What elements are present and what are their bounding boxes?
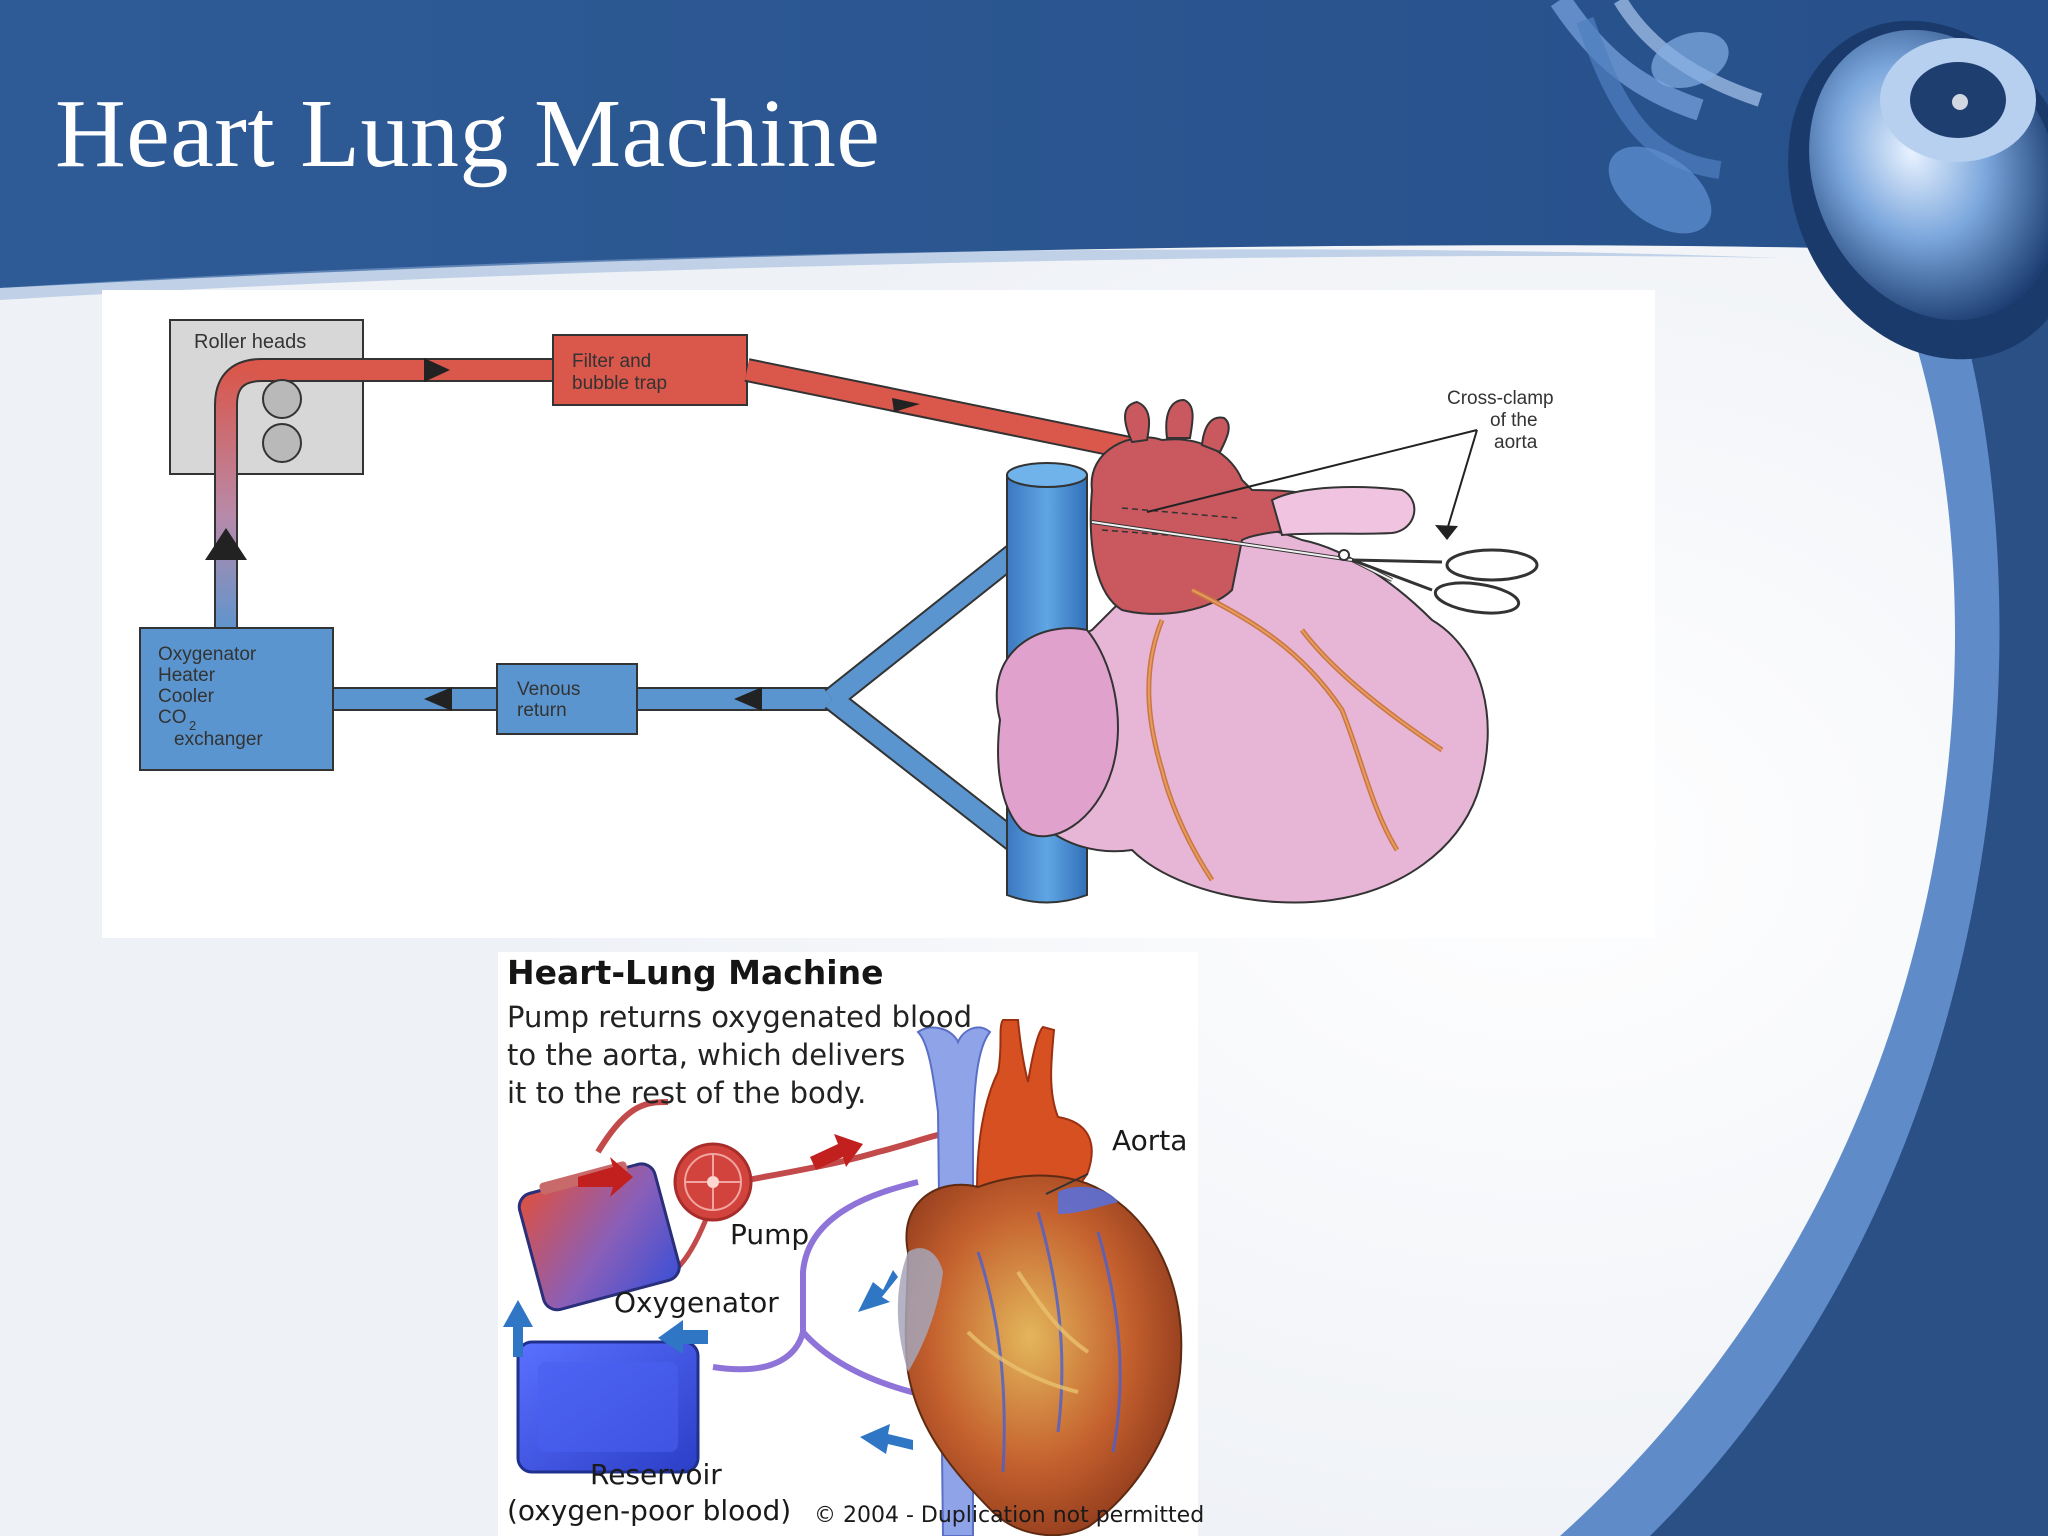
roller-heads-label: Roller heads <box>194 331 306 353</box>
venous-cannulae <box>825 532 1039 863</box>
heart <box>904 1174 1183 1536</box>
flow-arrow-venous-2 <box>734 687 762 711</box>
flow-arrow-1 <box>424 358 450 382</box>
heart-lung-machine-illustration <box>498 952 1198 1536</box>
title-banner <box>0 0 2048 288</box>
reservoir-label: Reservoir <box>590 1458 722 1491</box>
venous-return-box <box>496 663 638 735</box>
filter-bubble-trap-box <box>552 334 748 406</box>
crossclamp-label-line2: of the <box>1490 410 1538 431</box>
oxygenator-label: Oxygenator <box>614 1286 779 1319</box>
flow-arrow-riser <box>205 528 247 560</box>
oxygenator-box <box>139 627 334 771</box>
exchanger-label: exchanger <box>174 729 263 750</box>
roller-head-1 <box>262 379 302 419</box>
aorta-pointer <box>1045 1173 1089 1195</box>
cardiopulmonary-bypass-diagram: Roller heads Filter and bubble trap Veno… <box>102 290 1655 938</box>
crossclamp-label-line3: aorta <box>1494 432 1538 453</box>
heart-illustration <box>995 398 1489 904</box>
blue-arrow-up <box>503 1300 533 1357</box>
caption-line-1: Pump returns oxygenated blood <box>507 1000 973 1034</box>
red-arrow-1 <box>578 1157 633 1197</box>
roller-head-2 <box>262 423 302 463</box>
filter-label-line1: Filter and <box>572 351 651 372</box>
figure-caption: Pump returns oxygenated blood to the aor… <box>507 998 972 1112</box>
venous-tubing <box>712 1179 919 1373</box>
blue-arrow-left-1 <box>658 1320 708 1354</box>
arterial-line-riser <box>216 360 557 635</box>
red-arrow-2 <box>810 1134 863 1170</box>
slide-title: Heart Lung Machine <box>55 80 881 188</box>
blue-arrow-diag <box>858 1270 898 1312</box>
venous-label-line1: Venous <box>517 679 580 700</box>
reservoir-note: (oxygen-poor blood) <box>507 1494 792 1527</box>
caption-line-2: to the aorta, which delivers <box>507 1038 906 1072</box>
pump-label: Pump <box>730 1218 810 1251</box>
oxygenator-label-line2: Heater <box>158 665 216 686</box>
venous-label-line2: return <box>517 700 567 721</box>
figure-title: Heart-Lung Machine <box>507 953 884 992</box>
cross-clamp <box>1091 429 1539 615</box>
banner-edge <box>0 249 1780 300</box>
flow-arrow-venous-1 <box>424 687 452 711</box>
co2-subscript: 2 <box>189 718 196 733</box>
right-swoosh-dark <box>1650 250 2048 1536</box>
blue-arrow-left-2 <box>860 1424 913 1454</box>
co2-label: CO <box>158 707 187 728</box>
flow-arrow-2 <box>892 398 920 412</box>
filter-label-line2: bubble trap <box>572 373 667 394</box>
crossclamp-label-line1: Cross-clamp <box>1447 388 1554 409</box>
aorta-label: Aorta <box>1112 1124 1188 1157</box>
stethoscope-image <box>1550 0 2048 360</box>
oxygenator-label-line3: Cooler <box>158 686 215 707</box>
caption-line-3: it to the rest of the body. <box>507 1076 867 1110</box>
oxygenator-label-line1: Oxygenator <box>158 644 257 665</box>
copyright-notice: © 2004 - Duplication not permitted <box>814 1503 1205 1528</box>
